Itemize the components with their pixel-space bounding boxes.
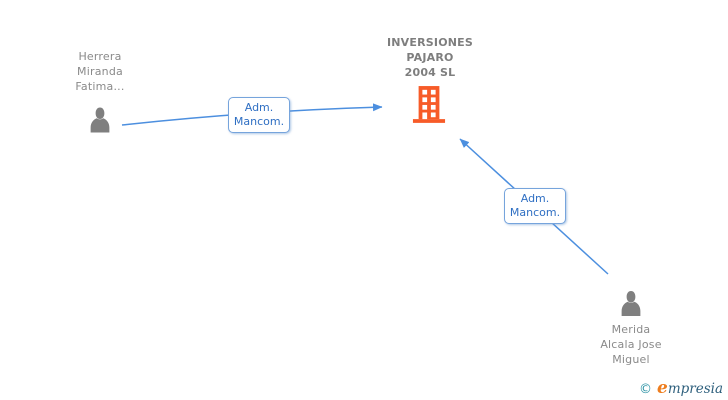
person-icon[interactable] [85, 103, 115, 141]
empresia-logo[interactable]: © empresia [639, 380, 723, 397]
person-name-line: Miguel [612, 353, 650, 366]
person-name-line: Herrera [78, 50, 122, 63]
company-name-line: PAJARO [406, 51, 454, 64]
edge-label-line: Adm. [520, 192, 550, 205]
person-name-line: Alcala Jose [600, 338, 662, 351]
brand-initial: e [656, 378, 668, 398]
edge-label-adm-mancom-left[interactable]: Adm. Mancom. [228, 97, 290, 133]
person-icon[interactable] [616, 287, 646, 324]
edge-label-line: Adm. [244, 101, 274, 114]
person-silhouette-icon [621, 291, 641, 316]
edge-label-line: Mancom. [509, 206, 561, 219]
company-name-line: 2004 SL [404, 66, 456, 79]
brand-rest: mpresia [667, 381, 723, 397]
copyright-icon: © [638, 382, 652, 397]
brand-wordmark: empresia [657, 380, 723, 397]
edge-label-adm-mancom-right[interactable]: Adm. Mancom. [504, 188, 566, 224]
person-name-line: Miranda [77, 65, 123, 78]
company-icon[interactable] [412, 85, 446, 127]
edge-label-line: Mancom. [233, 115, 285, 128]
building-icon [412, 86, 446, 123]
company-name-line: INVERSIONES [386, 36, 473, 49]
company-node-label[interactable]: INVERSIONES PAJARO 2004 SL [366, 35, 494, 80]
person-name-line: Merida [611, 323, 651, 336]
person-name-line: Fatima... [75, 80, 125, 93]
person-node-label-merida[interactable]: Merida Alcala Jose Miguel [571, 322, 691, 367]
person-silhouette-icon [90, 107, 110, 133]
person-node-label-herrera[interactable]: Herrera Miranda Fatima... [40, 49, 160, 94]
